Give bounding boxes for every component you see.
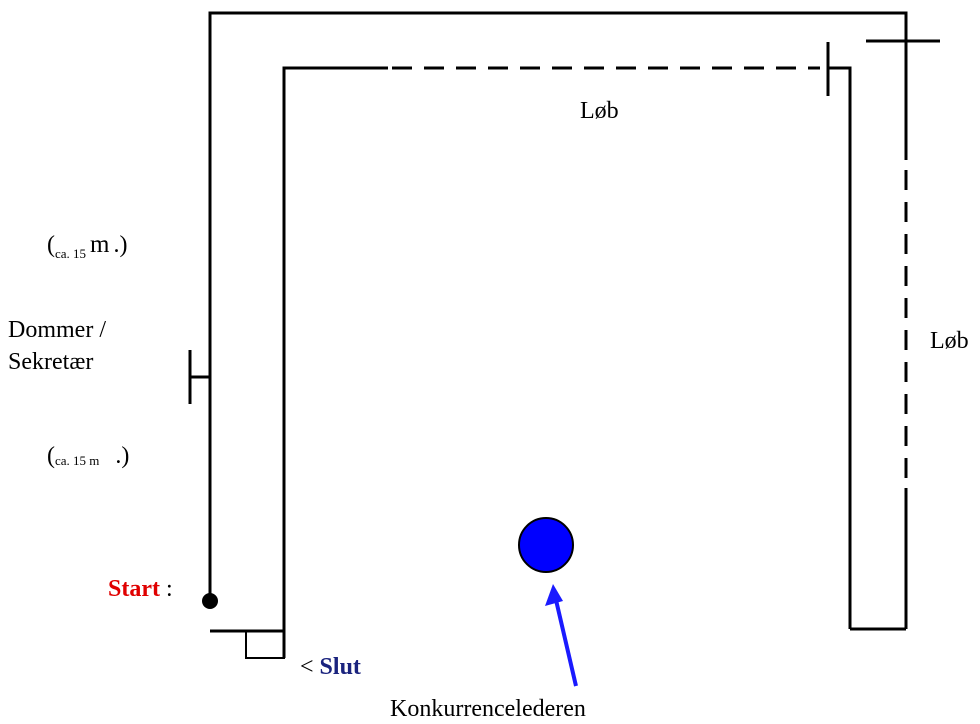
start-label: Start : [108,577,173,601]
leader-marker [518,517,574,573]
finish-box [245,630,285,659]
lob-label-top: Løb [580,98,619,124]
inner-track-right [828,66,852,629]
leader-arrow-shaft [554,599,578,687]
slut-label: < Slut [300,655,361,679]
inner-track-left-top [282,66,388,658]
start-text: Start [108,576,160,602]
lob-label-right: Løb [930,328,969,354]
slut-text: Slut [319,654,361,680]
start-dot [202,593,218,609]
judge-marker [188,350,210,404]
distance-label-bottom: (ca. 15 m .) [47,443,130,469]
distance-label-top: (ca. 15 m .) [47,231,128,261]
dommer-label: Dommer / Sekretær [8,314,106,379]
start-colon: : [165,576,173,602]
outer-track-left-top [208,11,908,600]
leader-label: Konkurrencelederen [390,696,586,722]
dommer-line1: Dommer / [8,317,106,343]
leader-arrow-head [545,584,563,606]
dommer-line2: Sekretær [8,349,94,376]
gate-marker-outer-top [866,13,940,70]
slut-prefix: < [300,654,314,680]
